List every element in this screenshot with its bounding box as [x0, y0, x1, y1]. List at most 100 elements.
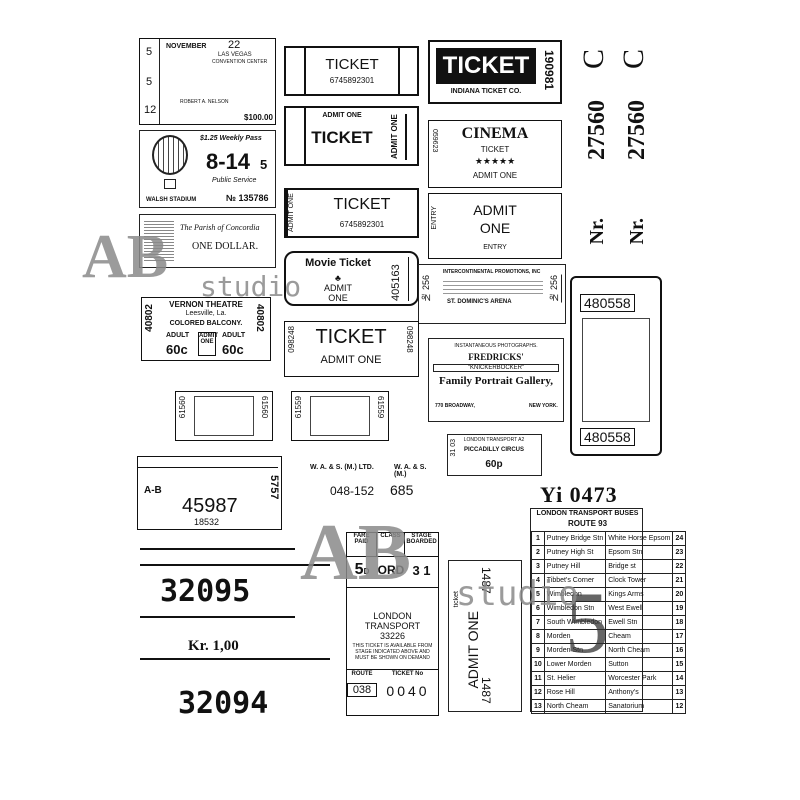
indiana-company: INDIANA TICKET CO. — [450, 88, 522, 95]
admit-entry-ticket: ENTRY ADMIT ONE ENTRY — [428, 193, 562, 259]
blank-ticket-61559: 61559 61559 — [291, 391, 389, 441]
entry-side: ENTRY — [431, 206, 438, 230]
movie-title: Movie Ticket — [305, 257, 371, 269]
ticket-480558-bottom: 480558 — [580, 428, 635, 446]
stop-name-right: Sanatorium — [605, 699, 674, 714]
inter-header: INTERCONTINENTAL PROMOTIONS, INC — [443, 269, 541, 275]
stop-number-right: 18 — [672, 615, 687, 630]
london-fare: FARE PAID — [347, 533, 377, 557]
stop-number-left: 2 — [531, 545, 545, 560]
vernon-adult-a: ADULT — [166, 332, 190, 339]
inter-venue: ST. DOMINIC'S ARENA — [447, 299, 512, 305]
fredricks-ticket: INSTANTANEOUS PHOTOGRAPHS. FREDRICKS' "K… — [428, 338, 564, 422]
fred-address: 770 BROADWAY, — [435, 403, 475, 409]
movie-ticket: Movie Ticket ♣ ADMIT ONE 405163 — [284, 251, 419, 306]
ticket-6745892301-b: ADMIT ONE TICKET 6745892301 — [284, 188, 419, 238]
stop-name-left: North Cheam — [543, 699, 607, 714]
balloon-stadium: WALSH STADIUM — [146, 197, 197, 203]
london-stage: STAGE BOARDED — [405, 533, 438, 557]
stop-number-right: 14 — [672, 671, 687, 686]
blank1-side-right: 61560 — [260, 396, 269, 419]
ab-label: A-B — [144, 485, 162, 496]
t3-side-right: 098248 — [405, 326, 414, 353]
stop-number-right: 16 — [672, 643, 687, 658]
concert-venue2: CONVENTION CENTER — [212, 59, 268, 65]
ticket-admit-one-098248: 098248 TICKET ADMIT ONE 098248 — [284, 321, 419, 377]
concert-month: NOVEMBER — [166, 43, 207, 50]
cinema-ticket: 059623 CINEMA TICKET ★★★★★ ADMIT ONE — [428, 120, 562, 188]
concert-presenter: ROBERT A. NELSON — [180, 99, 229, 105]
concert-number-2: 5 — [146, 76, 153, 88]
indiana-number: 190981 — [542, 50, 556, 91]
cinema-sub: TICKET — [480, 145, 510, 154]
movie-side: 405163 — [390, 257, 409, 301]
ticket2-side: ADMIT ONE — [286, 190, 306, 236]
concert-price: $100.00 — [244, 113, 273, 122]
concert-ticket: 12 5 5 NOVEMBER 22 LAS VEGAS CONVENTION … — [139, 38, 276, 125]
stop-name-left: Tibbet's Corner — [543, 573, 607, 588]
stop-number-left: 3 — [531, 559, 545, 574]
picc-place: PICCADILLY CIRCUS — [463, 447, 524, 453]
vernon-title: VERNON THEATRE — [169, 300, 243, 309]
admit-one-long-ticket: ticket 1487 ADMIT ONE 1487 — [448, 560, 522, 712]
indiana-ticket: TICKET INDIANA TICKET CO. 190981 — [428, 40, 562, 104]
cinema-admit: ADMIT ONE — [472, 171, 518, 180]
stop-number-left: 10 — [531, 657, 545, 672]
vernon-theatre-ticket: 40802 VERNON THEATRE Leesville, La. COLO… — [141, 297, 271, 361]
concert-number-1: 12 — [144, 104, 157, 116]
admit-ticket-label: TICKET — [311, 128, 373, 147]
intercontinental-ticket: № 256 INTERCONTINENTAL PROMOTIONS, INC S… — [418, 264, 566, 324]
vernon-price-b: 60c — [222, 342, 244, 357]
stop-name-left: Putney High St — [543, 545, 607, 560]
number-27560-b: 27560 — [624, 100, 650, 160]
london-class: CLASS — [377, 533, 405, 557]
london-ticket-label: TICKET No — [391, 671, 424, 677]
stop-name-right: Bridge st — [605, 559, 674, 574]
was-header2: W. A. & S. (M.) — [394, 464, 427, 478]
ab-ticket: A-B 45987 18532 5757 — [137, 456, 282, 530]
balloon-icon — [152, 135, 188, 175]
london-notice: THIS TICKET IS AVAILABLE FROM STAGE INDI… — [352, 643, 433, 661]
blank2-side-left: 61559 — [294, 396, 303, 419]
t3-admit: ADMIT ONE — [320, 354, 382, 366]
london-stage-val: 3 1 — [412, 563, 431, 578]
divider-line-3 — [140, 616, 295, 618]
balloon-sub: 5 — [260, 157, 268, 172]
stop-number-right: 12 — [672, 699, 687, 714]
london-code: 33226 — [379, 631, 406, 641]
stop-number-right: 23 — [672, 545, 687, 560]
concordia-title: The Parish of Concordia — [180, 223, 260, 232]
stop-number-left: 8 — [531, 629, 545, 644]
stop-number-right: 24 — [672, 531, 687, 546]
inter-side-right: № 256 — [549, 275, 562, 303]
admit-one-ticket: ADMIT ONE TICKET ADMIT ONE — [284, 106, 419, 166]
concert-venue: LAS VEGAS — [218, 52, 252, 58]
kr-label: Kr. 1,00 — [188, 638, 239, 654]
stop-number-left: 13 — [531, 699, 545, 714]
divider-line-2 — [140, 564, 330, 566]
was-ticket: W. A. & S. (M.) LTD. W. A. & S. (M.) 048… — [296, 460, 438, 520]
entry-label: ENTRY — [483, 244, 507, 251]
stop-name-left: Putney Bridge Stn — [543, 531, 607, 546]
stop-name-right: North Cheam — [605, 643, 674, 658]
vernon-city: Leesville, La. — [185, 310, 227, 317]
london-transport-ticket: FARE PAID CLASS STAGE BOARDED 5D ORD 3 1… — [346, 532, 439, 716]
number-32094: 32094 — [178, 686, 269, 721]
fred-title: Family Portrait Gallery, — [439, 375, 553, 387]
ticket2-label: TICKET — [333, 196, 391, 213]
ticket-number: 6745892301 — [329, 76, 375, 85]
blank-ticket-61560: 61560 61560 — [175, 391, 273, 441]
stop-name-right: Cheam — [605, 629, 674, 644]
long-n1: 1487 — [479, 567, 493, 594]
picc-side: 31 03 — [450, 439, 457, 457]
vernon-price-a: 60c — [166, 342, 188, 357]
london-fare-unit: D — [363, 567, 370, 576]
movie-admit: ADMIT — [324, 283, 352, 293]
concordia-amount: ONE DOLLAR. — [192, 241, 259, 252]
